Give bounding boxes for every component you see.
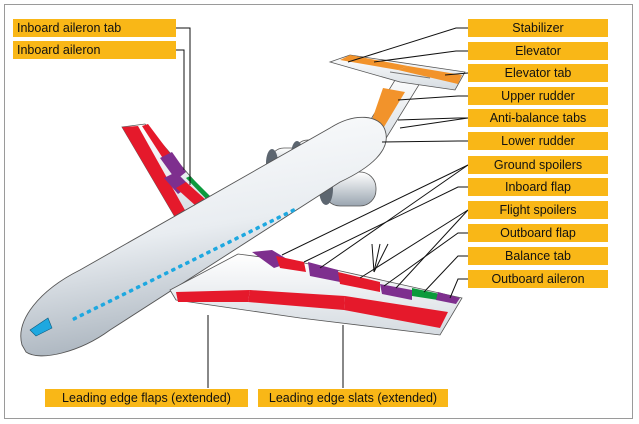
label-outboard-flap: Outboard flap — [468, 224, 608, 242]
cabin-window — [128, 288, 134, 293]
label-outboard-aileron: Outboard aileron — [468, 270, 608, 288]
cabin-window — [283, 211, 289, 217]
label-flight-spoilers: Flight spoilers — [468, 201, 608, 219]
label-leading-edge-slats: Leading edge slats (extended) — [258, 389, 448, 407]
cabin-window — [220, 243, 225, 248]
right-wing — [169, 250, 463, 336]
cabin-window — [212, 246, 218, 252]
label-inboard-aileron: Inboard aileron — [13, 41, 176, 59]
label-leading-edge-flaps: Leading edge flaps (extended) — [45, 389, 248, 407]
cabin-window — [79, 312, 85, 318]
cabin-window — [121, 291, 127, 297]
cabin-window — [114, 295, 120, 300]
cabin-window — [205, 250, 211, 255]
label-inboard-flap: Inboard flap — [468, 178, 608, 196]
cabin-window — [163, 271, 169, 276]
cabin-window — [198, 253, 204, 259]
cabin-window — [156, 274, 162, 279]
cabin-window — [170, 267, 176, 272]
cabin-window — [100, 302, 106, 307]
cabin-window — [72, 316, 78, 321]
cabin-windows — [72, 208, 296, 321]
label-ground-spoilers: Ground spoilers — [468, 156, 608, 174]
label-anti-balance-tabs: Anti-balance tabs — [468, 109, 608, 127]
cabin-window — [93, 305, 99, 311]
cabin-window — [248, 229, 254, 234]
cabin-window — [86, 309, 92, 314]
label-elevator: Elevator — [468, 42, 608, 60]
cabin-window — [149, 278, 155, 283]
cabin-window — [191, 257, 197, 262]
label-stabilizer: Stabilizer — [468, 19, 608, 37]
cabin-window — [234, 236, 239, 241]
cabin-window — [135, 284, 141, 290]
cabin-window — [227, 239, 232, 245]
label-upper-rudder: Upper rudder — [468, 87, 608, 105]
cabin-window — [107, 298, 113, 304]
cabin-window — [262, 222, 268, 227]
cabin-window — [184, 260, 190, 266]
leader-lines — [176, 27, 469, 388]
cabin-window — [241, 232, 247, 238]
diagram-frame — [4, 4, 633, 419]
label-lower-rudder: Lower rudder — [468, 132, 608, 150]
cabin-window — [142, 281, 148, 286]
label-inboard-aileron-tab: Inboard aileron tab — [13, 19, 176, 37]
cabin-window — [290, 208, 296, 213]
fuselage — [20, 116, 387, 357]
cabin-window — [276, 215, 282, 220]
cabin-window — [177, 264, 183, 269]
label-elevator-tab: Elevator tab — [468, 64, 608, 82]
cabin-window — [255, 225, 261, 231]
cabin-window — [269, 218, 275, 224]
label-balance-tab: Balance tab — [468, 247, 608, 265]
